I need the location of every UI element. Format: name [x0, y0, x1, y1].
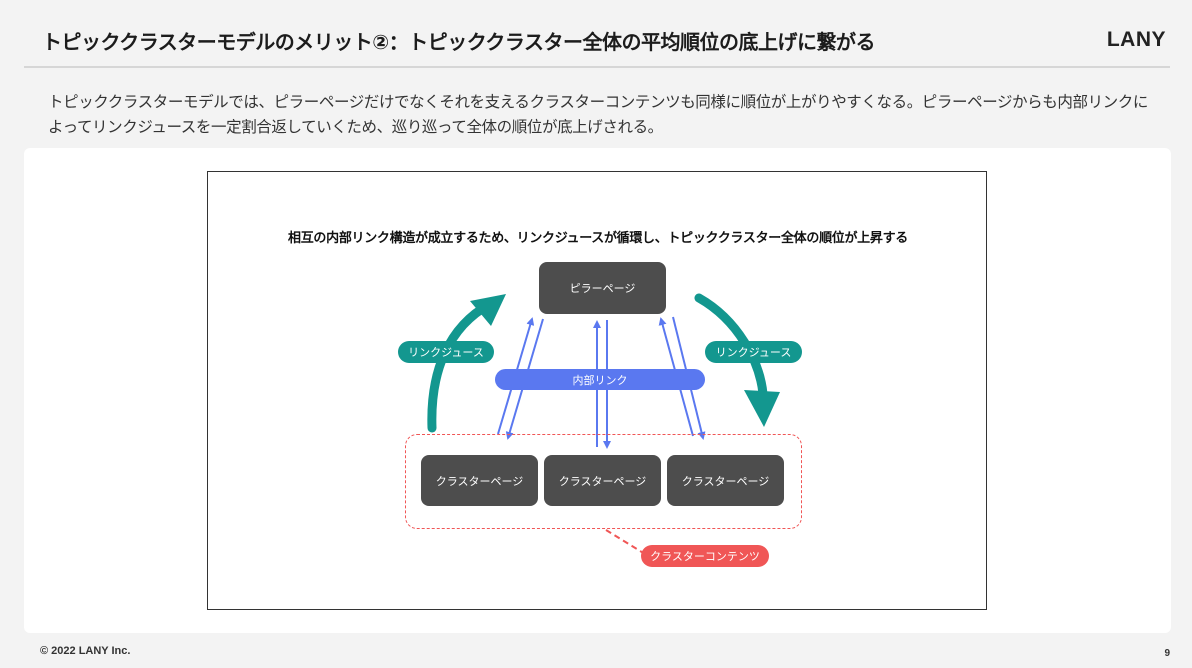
internal-link-label: 内部リンク	[495, 369, 705, 390]
slide-title: トピッククラスターモデルのメリット②：トピッククラスター全体の平均順位の底上げに…	[42, 30, 876, 54]
slide-header: トピッククラスターモデルのメリット②：トピッククラスター全体の平均順位の底上げに…	[0, 0, 1192, 68]
page-number: 9	[1164, 648, 1170, 659]
cluster-page-node-2: クラスターページ	[544, 455, 661, 506]
brand-logo: LANY	[1106, 28, 1166, 51]
header-divider	[24, 66, 1170, 68]
diagram-frame: 相互の内部リンク構造が成立するため、リンクジュースが循環し、トピッククラスター全…	[207, 171, 987, 610]
cluster-content-label: クラスターコンテンツ	[641, 545, 769, 567]
lead-paragraph: トピッククラスターモデルでは、ピラーページだけでなくそれを支えるクラスターコンテ…	[48, 93, 1148, 136]
cluster-page-node-1: クラスターページ	[421, 455, 538, 506]
link-juice-left-label: リンクジュース	[398, 341, 494, 363]
link-juice-right-label: リンクジュース	[705, 341, 802, 363]
cluster-group-box	[405, 434, 802, 529]
copyright: © 2022 LANY Inc.	[40, 645, 131, 657]
cluster-page-node-3: クラスターページ	[667, 455, 784, 506]
pillar-page-node: ピラーページ	[539, 262, 666, 314]
diagram-title: 相互の内部リンク構造が成立するため、リンクジュースが循環し、トピッククラスター全…	[288, 231, 908, 246]
cluster-content-connector	[605, 529, 646, 555]
diagram-arrows	[427, 293, 780, 555]
